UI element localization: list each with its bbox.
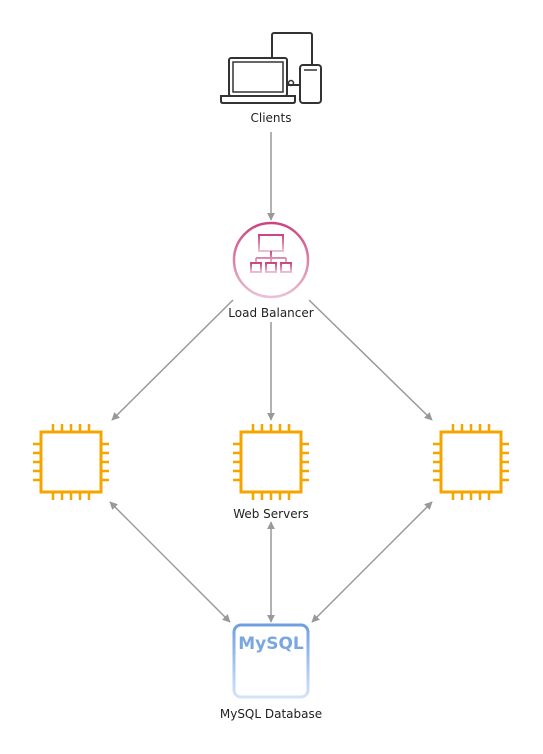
edge-web-server-3-to-database — [311, 501, 433, 623]
load-balancer-icon — [232, 221, 310, 299]
edge-load-balancer-to-web-server-3 — [308, 299, 433, 421]
web-servers-group: Web Servers — [31, 422, 511, 521]
mysql-database-icon: MySQL — [232, 623, 310, 699]
database-node: MySQL MySQL Database — [220, 623, 322, 721]
edge-load-balancer-to-web-server-1 — [111, 299, 234, 421]
server-chip-icon — [231, 422, 311, 502]
clients-label: Clients — [251, 111, 292, 125]
load-balancer-node: Load Balancer — [228, 221, 314, 320]
edges — [109, 132, 433, 623]
clients-node: Clients — [220, 32, 322, 125]
server-chip-icon — [31, 422, 111, 502]
devices-icon — [220, 32, 322, 104]
load-balancer-label: Load Balancer — [228, 306, 313, 320]
edge-web-server-1-to-database — [109, 501, 231, 623]
mysql-logo-text: MySQL — [238, 634, 304, 654]
web-servers-label: Web Servers — [233, 507, 309, 521]
server-chip-icon — [431, 422, 511, 502]
database-label: MySQL Database — [220, 707, 322, 721]
